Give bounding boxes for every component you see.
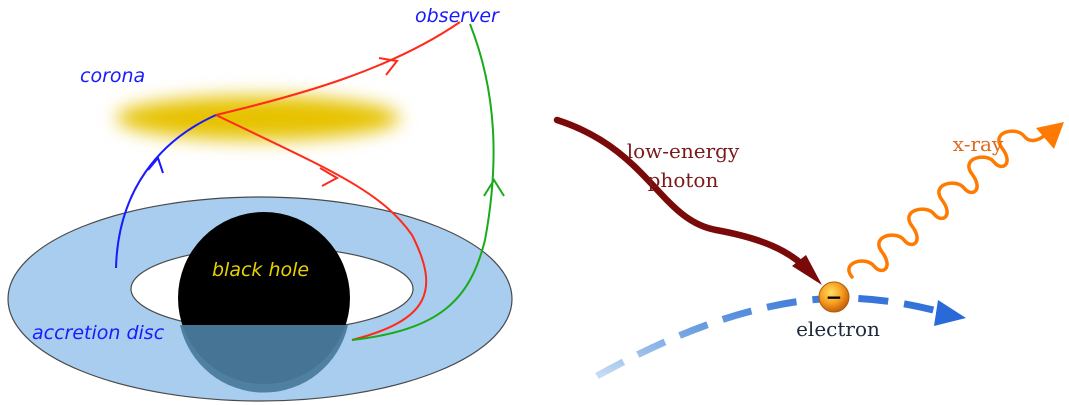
photon-arrowhead xyxy=(792,255,822,285)
electron-label: electron xyxy=(796,317,880,341)
arrow-red-up xyxy=(378,57,399,76)
black-hole-front-shade xyxy=(180,325,348,393)
ray-blue xyxy=(115,114,217,269)
electron xyxy=(818,281,850,313)
photon-label-line1: low-energy xyxy=(627,139,740,163)
arrow-red-down xyxy=(319,167,340,187)
arrow-green xyxy=(483,178,505,197)
corona-glow xyxy=(116,96,400,140)
photon-arrow xyxy=(553,116,814,276)
xray-arrowhead xyxy=(1036,122,1064,149)
ray-green xyxy=(351,23,495,341)
observer-label: observer xyxy=(415,5,500,27)
electron-path-arrowhead xyxy=(934,300,966,326)
accretion-disc-label: accretion disc xyxy=(32,322,165,344)
corona-label: corona xyxy=(80,65,145,87)
accretion-diagram: observer corona black hole accretion dis… xyxy=(7,5,513,402)
compton-scattering-diagram: − low-energy photon x-ray electron xyxy=(553,116,1064,380)
photon-label-line2: photon xyxy=(648,168,719,192)
arrow-blue xyxy=(147,155,164,174)
xray-label: x-ray xyxy=(953,132,1004,156)
ray-red-up xyxy=(215,21,461,116)
black-hole-label: black hole xyxy=(212,259,309,281)
electron-path xyxy=(595,294,946,380)
electron-minus-sign: − xyxy=(826,285,843,309)
xray-arrow xyxy=(847,129,1048,279)
ray-red-down xyxy=(215,114,428,341)
